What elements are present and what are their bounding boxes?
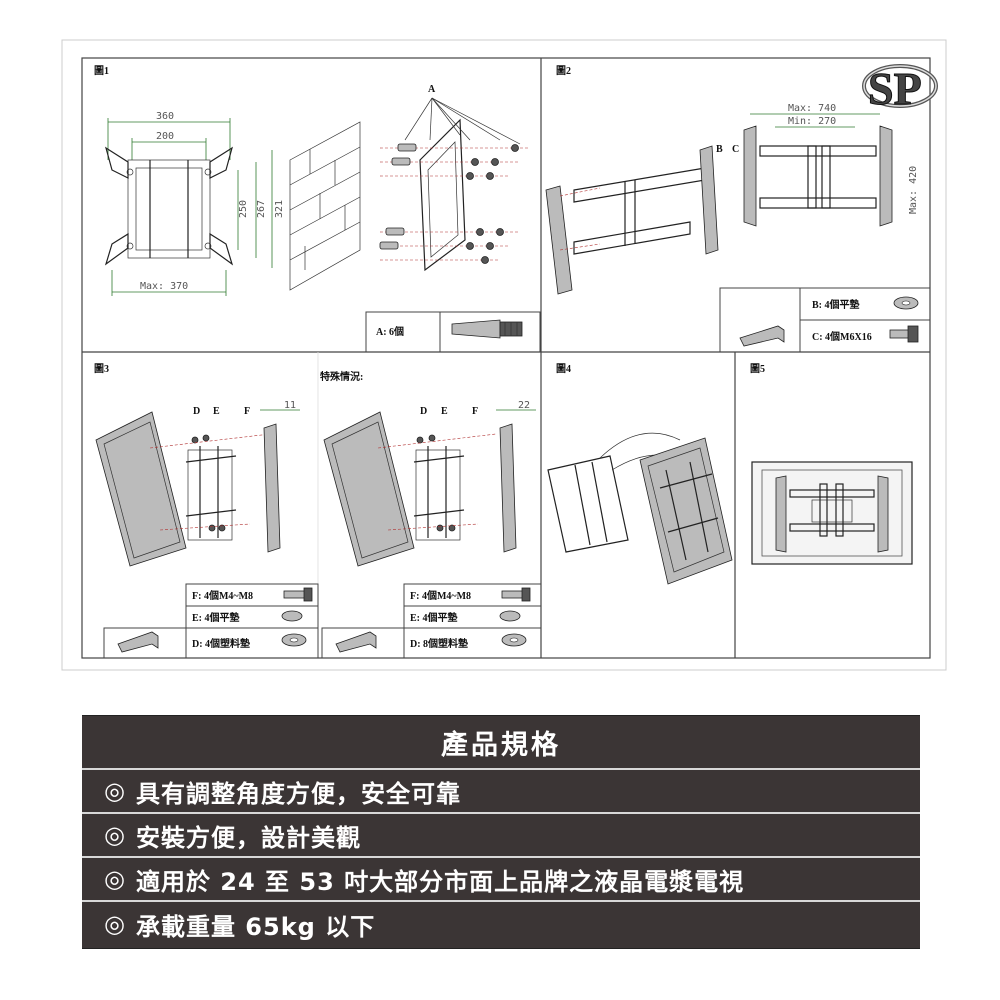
fig3-legend-f-left: F: 4個M4~M8	[192, 589, 253, 602]
fig3-title: 圖3	[94, 363, 109, 375]
fig2-title: 圖2	[556, 65, 571, 77]
fig5-title: 圖5	[750, 363, 765, 375]
fig3-callout-f-left: F	[244, 406, 250, 417]
fig2-legend-b: B: 4個平墊	[812, 298, 860, 311]
spec-item-text: 具有調整角度方便，安全可靠	[135, 779, 461, 808]
fig3-callout-e-left: E	[213, 406, 220, 417]
fig3-legend-d-right: D: 8個塑料墊	[410, 637, 468, 650]
fig3-legend-f-right: F: 4個M4~M8	[410, 589, 471, 602]
anchor-bolt-icon	[451, 319, 523, 339]
logo-text: SP	[868, 63, 922, 114]
fig3-callout-e-right: E	[441, 406, 448, 417]
fig1-dim-200: 200	[156, 131, 174, 142]
spec-item: ◎ 具有調整角度方便，安全可靠	[82, 770, 920, 814]
fig2-dim-max420: Max: 420	[908, 166, 919, 214]
figure-4: 圖4	[547, 363, 733, 585]
bullet-icon: ◎	[104, 777, 126, 805]
spec-item: ◎ 適用於 24 至 53 吋大部分市面上品牌之液晶電漿電視	[82, 858, 920, 902]
bullet-icon: ◎	[104, 865, 126, 893]
fig2-callout-c: C	[732, 144, 739, 155]
fig1-legend-a: A: 6個	[376, 325, 404, 338]
screw-icon	[889, 325, 919, 343]
installation-diagram: 圖1 360 200 250 267 321 Max: 370	[61, 39, 947, 671]
bullet-icon: ◎	[104, 821, 126, 849]
fig3-callout-d-right: D	[420, 406, 427, 417]
fig1-dim-267: 267	[256, 200, 267, 218]
fig3-legend-e-right: E: 4個平墊	[410, 611, 458, 624]
fig4-title: 圖4	[556, 363, 571, 375]
washer-icon	[281, 610, 303, 622]
bolt-icon	[501, 587, 531, 602]
washer-icon	[893, 296, 919, 310]
sp-logo: SP	[862, 63, 938, 115]
fig1-dim-321: 321	[274, 200, 285, 218]
spec-title: 產品規格	[82, 716, 920, 770]
spacer-icon	[501, 633, 527, 647]
fig2-callout-b: B	[716, 144, 723, 155]
fig2-legend-c: C: 4個M6X16	[812, 330, 872, 343]
figure-2: 圖2 SP Max: 740 Min: 270 Max: 420 B C	[545, 63, 938, 353]
fig1-dim-max370: Max: 370	[140, 281, 188, 292]
figure-5: 圖5	[750, 363, 913, 565]
fig1-callout-a: A	[428, 84, 436, 95]
fig2-dim-max740: Max: 740	[788, 103, 836, 114]
wrench-icon	[739, 325, 785, 347]
fig1-dim-250: 250	[238, 200, 249, 218]
fig3-callout-f-right: F	[472, 406, 478, 417]
fig3-legend-d-left: D: 4個塑料墊	[192, 637, 250, 650]
fig1-title: 圖1	[94, 65, 109, 77]
fig3-dim-22: 22	[518, 400, 530, 411]
figure-1: 圖1 360 200 250 267 321 Max: 370	[94, 65, 541, 353]
spacer-icon	[281, 633, 307, 647]
wrench-icon	[335, 631, 377, 653]
spec-item-text: 安裝方便，設計美觀	[135, 823, 361, 852]
fig3-callout-d-left: D	[193, 406, 200, 417]
fig1-dim-360: 360	[156, 111, 174, 122]
figure-3: 圖3 特殊情況: D E F 11 D E F 22	[94, 363, 542, 659]
spec-item-text: 承載重量 65kg 以下	[135, 912, 376, 941]
spec-panel: 產品規格 ◎ 具有調整角度方便，安全可靠 ◎ 安裝方便，設計美觀 ◎ 適用於 2…	[82, 715, 920, 949]
fig3-dim-11: 11	[284, 400, 296, 411]
spec-item-text: 適用於 24 至 53 吋大部分市面上品牌之液晶電漿電視	[135, 867, 745, 896]
fig3-subtitle: 特殊情況:	[320, 370, 363, 383]
fig2-dim-min270: Min: 270	[788, 116, 836, 127]
bolt-icon	[283, 587, 313, 602]
spec-item: ◎ 承載重量 65kg 以下	[82, 902, 920, 946]
spec-item: ◎ 安裝方便，設計美觀	[82, 814, 920, 858]
washer-icon	[499, 610, 521, 622]
bullet-icon: ◎	[104, 910, 126, 938]
fig3-legend-e-left: E: 4個平墊	[192, 611, 240, 624]
wrench-icon	[117, 631, 159, 653]
